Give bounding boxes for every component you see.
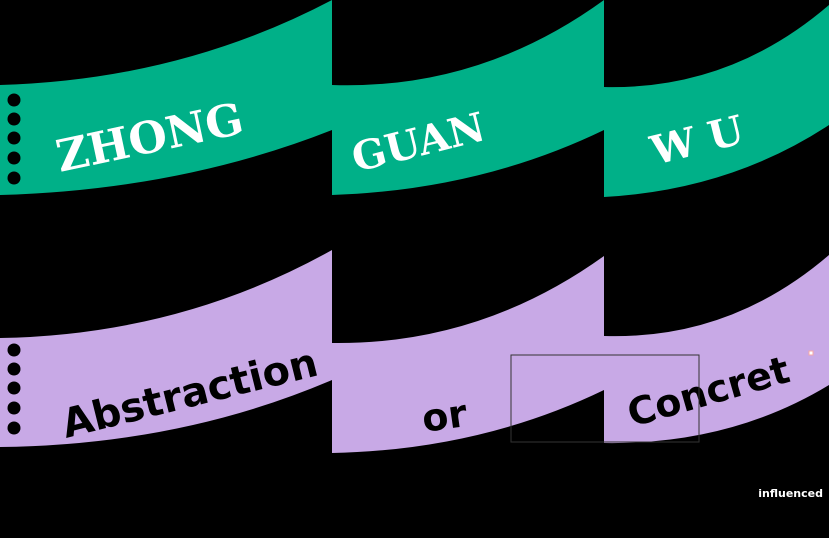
punch-hole <box>7 381 21 395</box>
punch-hole <box>7 131 21 145</box>
punch-hole <box>7 421 21 435</box>
green-banner <box>0 0 829 197</box>
punch-hole <box>7 171 21 185</box>
selection-box[interactable] <box>510 354 700 443</box>
purple-banner-segment-2 <box>332 256 604 453</box>
green-banner-segment-2 <box>332 0 604 195</box>
punch-hole <box>7 151 21 165</box>
punch-hole <box>7 343 21 357</box>
bottom-punch-holes <box>7 343 21 435</box>
banner-word-or: or <box>419 391 470 441</box>
resize-handle[interactable] <box>808 350 814 356</box>
green-banner-segment-1 <box>0 0 332 195</box>
purple-banner-segment-3 <box>604 255 829 444</box>
punch-hole <box>7 401 21 415</box>
punch-hole <box>7 93 21 107</box>
punch-hole <box>7 112 21 126</box>
top-punch-holes <box>7 93 21 185</box>
purple-banner <box>0 250 829 453</box>
footer-label: influenced <box>758 487 823 500</box>
purple-banner-segment-1 <box>0 250 332 447</box>
green-banner-segment-3 <box>604 5 829 197</box>
punch-hole <box>7 362 21 376</box>
